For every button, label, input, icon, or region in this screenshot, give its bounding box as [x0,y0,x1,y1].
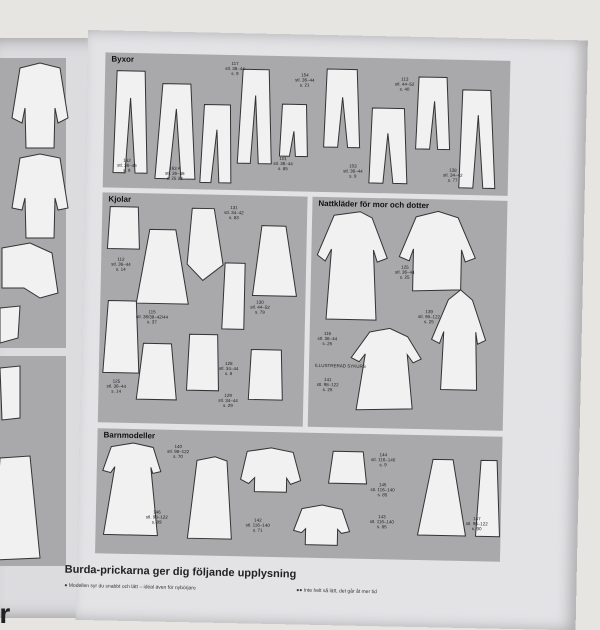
magazine-page: Byxor 162 stl. 36–46 s. 9 163 A stl. 36–… [64,30,588,630]
nattklader-panel: Nattkläder för mor och dotter 116 stl. 3… [307,196,508,431]
footer-line-1: ● Modellen syr du snabbt och lätt – idéa… [64,582,196,592]
photo-scene: ler Byxor 162 stl. 36–46 s. 9 163 A stl.… [0,38,511,629]
byxor-code-8: 138 stl. 34–42 s. 77 [442,167,463,183]
footer-line-2: ●● Inte helt så lätt, det går åt mer tid [296,587,377,596]
barn-code-2: 146 stl. 98–122 s. 89 [145,509,168,525]
barn-code-3: 142 stl. 116–140 s. 71 [245,517,270,533]
barn-code-4: 144 stl. 116–140 s. 9 [371,452,396,468]
kjolar-panel: Kjolar 112 stl. 36–44 s. 14 115 stl. 36/… [97,192,308,427]
byxor-code-7: 113 stl. 44–52 s. 40 [394,76,415,92]
left-page-drawings [0,62,69,561]
byxor-code-5: 154 stl. 36–44 s. 21 [294,72,315,88]
natt-code-3: 139 stl. 98–122 s. 25 [418,309,441,325]
left-page-big-text: ler [0,598,10,629]
kjolar-code-4: 130 stl. 44–52 s. 79 [250,299,270,315]
byxor-code-2: 163 A stl. 36–46 s. 25 33 [164,165,185,182]
kjolar-code-7: 129 stl. 34–44 s. 29 [218,392,238,409]
natt-code-2: 125 stl. 36–44 s. 25 [394,264,415,280]
kjolar-code-1: 112 stl. 36–44 s. 14 [111,256,131,272]
natt-code-4: ILLUSTRERAD SYKURS [314,362,366,369]
natt-code-5: 141 stl. 98–122 s. 25 [316,377,339,393]
barn-code-6: 143 stl. 116–140 s. 85 [369,514,395,530]
barnmodeller-panel: Barnmodeller 140 stl. 98–122 s. 70 146 s… [95,428,503,562]
nattklader-drawings [316,210,487,411]
footer-heading: Burda-prickarna ger dig följande upplysn… [64,563,297,581]
barn-code-1: 140 stl. 98–122 s. 70 [167,443,190,460]
kjolar-code-2: 115 stl. 36/38–42/44 s. 37 [135,309,169,325]
barn-code-5: 145 stl. 116–140 s. 85 [370,482,395,498]
kjolar-code-3: 131 stl. 34–42 s. 83 [224,205,244,221]
kjolar-code-5: 125 stl. 36–44 s. 14 [106,378,127,394]
byxor-code-3: 117 stl. 36–44 s. 9 [225,61,245,77]
kjolar-code-6: 128 stl. 34–44 s. 8 [218,360,239,377]
kjolar-drawings [102,205,298,401]
byxor-code-1: 162 stl. 36–46 s. 9 [117,157,137,173]
byxor-code-6: 103 stl. 36–44 s. 9 [343,163,363,179]
natt-code-1: 116 stl. 36–44 s. 25 [317,331,338,347]
byxor-code-4: 101 stl. 36–44 s. 85 [273,156,293,172]
byxor-panel: Byxor 162 stl. 36–46 s. 9 163 A stl. 36–… [102,52,511,196]
byxor-drawings [112,68,496,190]
barnmodeller-drawings [102,442,500,546]
barn-code-7: 147 stl. 98–122 s. 90 [465,516,488,532]
